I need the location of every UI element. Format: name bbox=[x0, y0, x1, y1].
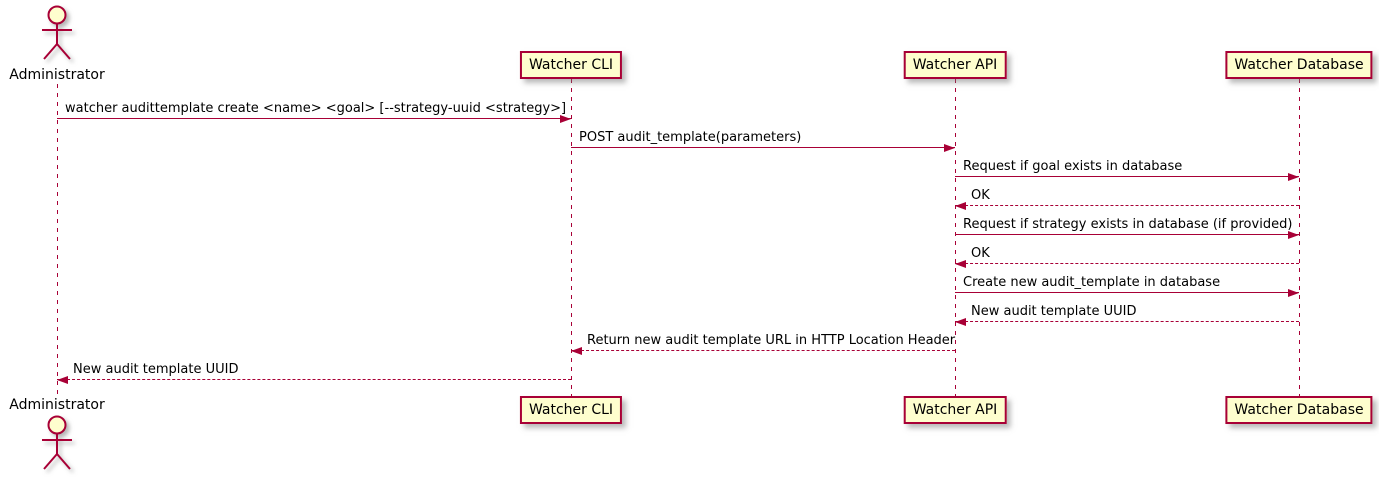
message-label: Request if strategy exists in database (… bbox=[963, 217, 1293, 232]
message-arrowhead bbox=[1288, 172, 1299, 181]
participant-label-administrator: Administrator bbox=[9, 397, 105, 413]
message-line bbox=[955, 321, 1299, 322]
participant-box-watcher-database: Watcher Database bbox=[1225, 51, 1373, 79]
actor-icon bbox=[42, 415, 72, 470]
message-arrowhead bbox=[1288, 288, 1299, 297]
message-label: watcher audittemplate create <name> <goa… bbox=[65, 101, 567, 116]
message-arrowhead bbox=[571, 346, 582, 355]
participant-label-administrator: Administrator bbox=[9, 67, 105, 83]
message-arrowhead bbox=[560, 114, 571, 123]
message-line bbox=[955, 205, 1299, 206]
lifeline-administrator bbox=[56, 84, 58, 396]
message-line bbox=[955, 176, 1299, 177]
message-line bbox=[955, 263, 1299, 264]
message-line bbox=[57, 379, 571, 380]
message-line bbox=[955, 234, 1299, 235]
lifeline-watcher-database bbox=[1298, 79, 1300, 396]
message-arrowhead bbox=[955, 317, 966, 326]
participant-box-watcher-api: Watcher API bbox=[903, 51, 1007, 79]
participant-box-watcher-cli: Watcher CLI bbox=[519, 51, 623, 79]
actor-figure-bottom bbox=[25, 413, 89, 477]
message-label: OK bbox=[971, 246, 990, 261]
message-label: Request if goal exists in database bbox=[963, 159, 1183, 174]
message-label: New audit template UUID bbox=[971, 304, 1137, 319]
participant-box-watcher-cli: Watcher CLI bbox=[519, 396, 623, 424]
message-arrowhead bbox=[1288, 230, 1299, 239]
participant-box-watcher-database: Watcher Database bbox=[1225, 396, 1373, 424]
message-arrowhead bbox=[955, 201, 966, 210]
message-line bbox=[571, 350, 955, 351]
message-label: POST audit_template(parameters) bbox=[579, 130, 802, 145]
participant-box-watcher-api: Watcher API bbox=[903, 396, 1007, 424]
lifeline-watcher-cli bbox=[570, 79, 572, 396]
message-label: New audit template UUID bbox=[73, 362, 239, 377]
message-line bbox=[955, 292, 1299, 293]
lifeline-watcher-api bbox=[954, 79, 956, 396]
message-arrowhead bbox=[944, 143, 955, 152]
message-arrowhead bbox=[57, 375, 68, 384]
message-line bbox=[57, 118, 571, 119]
message-label: OK bbox=[971, 188, 990, 203]
message-label: Return new audit template URL in HTTP Lo… bbox=[587, 333, 956, 348]
message-line bbox=[571, 147, 955, 148]
message-label: Create new audit_template in database bbox=[963, 275, 1221, 290]
actor-icon bbox=[42, 5, 72, 60]
message-arrowhead bbox=[955, 259, 966, 268]
actor-figure-top bbox=[25, 3, 89, 67]
